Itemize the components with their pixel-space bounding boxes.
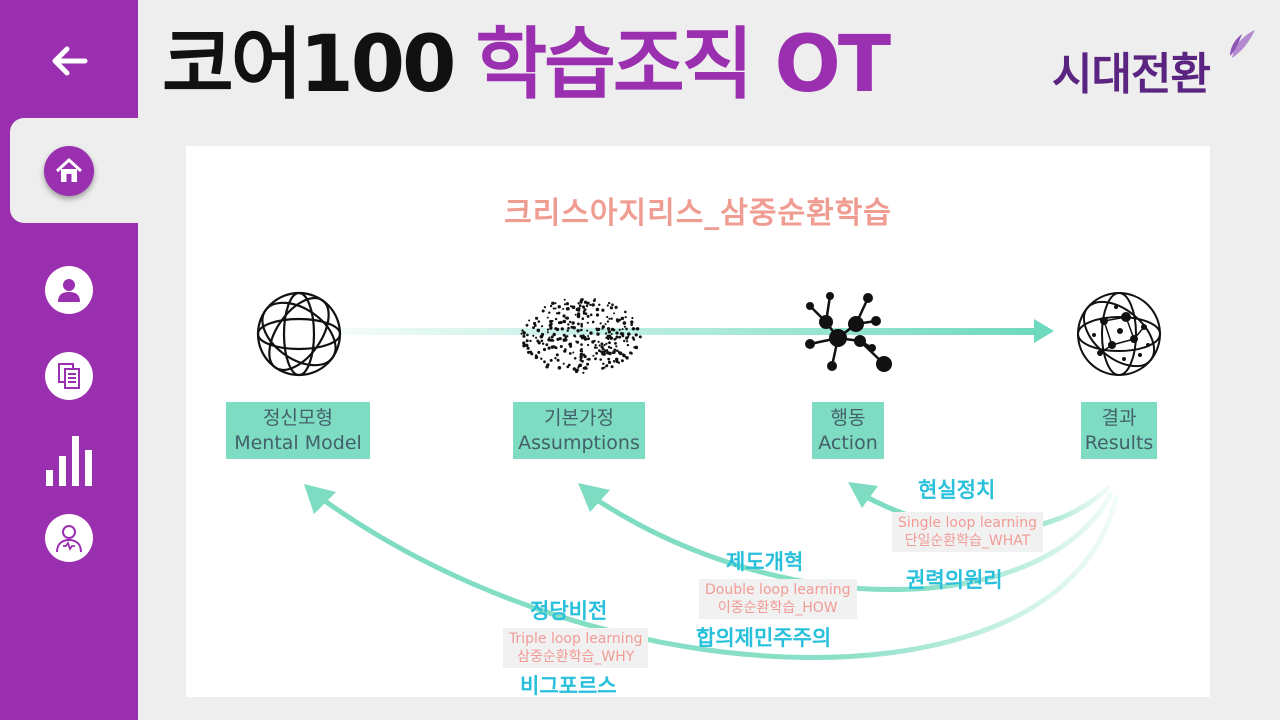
single-loop-bottom-label: 권력의원리 — [906, 568, 1003, 592]
stage-en: Assumptions — [518, 432, 640, 454]
double-loop-note: Double loop learning 이중순환학습_HOW — [699, 579, 857, 619]
network-icon — [805, 292, 892, 372]
triple-loop-bottom-label: 비그포르스 — [520, 674, 617, 698]
user-icon — [58, 279, 80, 302]
home-icon — [55, 158, 83, 182]
triple-loop-note: Triple loop learning 삼중순환학습_WHY — [503, 628, 649, 668]
stage-assumptions: 기본가정 Assumptions — [513, 402, 645, 459]
page-title-accent: 학습조직 OT — [475, 20, 891, 110]
sidebar-item-stats[interactable] — [44, 434, 94, 486]
stage-ko: 행동 — [830, 407, 866, 429]
leaf-logo-icon — [1230, 30, 1255, 58]
double-loop-arc — [588, 491, 1114, 592]
page-title-main: 코어100 — [162, 20, 456, 110]
single-loop-head — [848, 482, 878, 508]
flow-arrow-head — [1034, 319, 1054, 343]
single-loop-note: Single loop learning 단일순환학습_WHAT — [892, 512, 1043, 552]
stage-mental-model: 정신모형 Mental Model — [226, 402, 370, 459]
stage-results: 결과 Results — [1081, 402, 1157, 459]
stage-action: 행동 Action — [812, 402, 884, 459]
result-globe-icon — [1077, 292, 1161, 376]
slide-title: 크리스아지리스_삼중순환학습 — [504, 196, 892, 231]
stage-en: Action — [818, 432, 878, 454]
note-en: Single loop learning — [898, 515, 1037, 531]
double-loop-bottom-label: 합의제민주주의 — [696, 626, 832, 650]
sidebar — [0, 0, 138, 720]
note-ko: 삼중순환학습_WHY — [517, 649, 635, 665]
sidebar-item-documents[interactable] — [45, 352, 93, 400]
health-user-icon — [56, 525, 82, 553]
feedback-loops — [304, 482, 1119, 660]
triple-loop-top-label: 정당비전 — [530, 599, 608, 623]
slide-card: 크리스아지리스_삼중순환학습 — [186, 146, 1210, 698]
dot-cloud-icon — [520, 298, 642, 374]
stage-ko: 정신모형 — [263, 407, 333, 429]
note-ko: 이중순환학습_HOW — [717, 600, 838, 616]
note-en: Double loop learning — [705, 582, 851, 598]
double-loop-head — [578, 483, 610, 512]
documents-icon — [58, 363, 80, 389]
stage-ko: 결과 — [1101, 407, 1137, 429]
triple-loop-arc — [315, 493, 1119, 660]
back-button[interactable] — [44, 38, 94, 84]
sidebar-item-health[interactable] — [45, 514, 93, 562]
single-loop-top-label: 현실정치 — [918, 478, 996, 502]
home-button[interactable] — [44, 146, 94, 196]
page-title: 코어100 학습조직 OT — [162, 8, 891, 110]
stage-en: Results — [1084, 432, 1154, 454]
brand-logo-text: 시대전환 — [1052, 49, 1211, 100]
globe-icon — [256, 291, 342, 377]
arrow-left-icon — [52, 46, 88, 76]
double-loop-top-label: 제도개혁 — [726, 550, 804, 574]
sidebar-item-profile[interactable] — [45, 266, 93, 314]
triple-loop-head — [304, 484, 336, 514]
note-en: Triple loop learning — [509, 631, 643, 647]
sidebar-item-home[interactable] — [10, 118, 138, 223]
flow-arrow-line — [341, 328, 1041, 335]
bar-chart-icon — [46, 436, 92, 486]
stage-en: Mental Model — [234, 432, 362, 454]
note-ko: 단일순환학습_WHAT — [904, 533, 1031, 549]
stage-ko: 기본가정 — [544, 407, 614, 429]
